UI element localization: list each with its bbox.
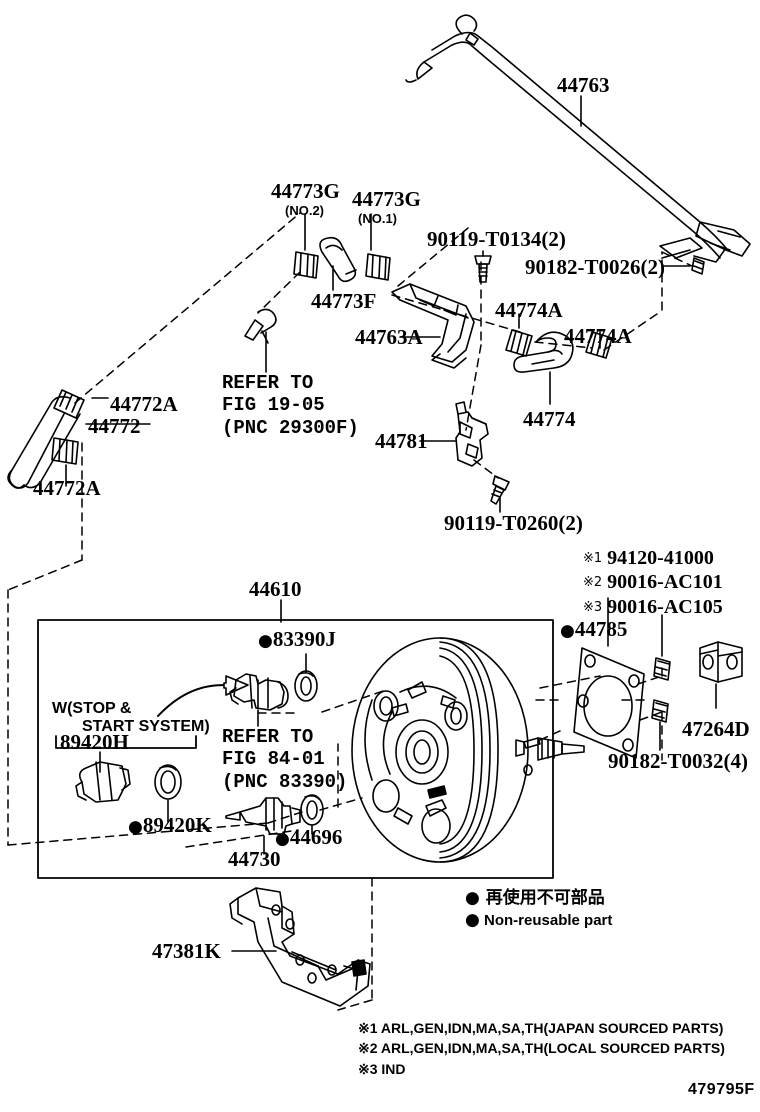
part-90182-T0032-nut — [651, 699, 669, 723]
part-44763A-bracket — [391, 283, 475, 369]
dashed-guides-upper — [7, 212, 693, 846]
part-44773F-connector — [319, 236, 357, 283]
legend-english: ● Non-reusable part — [465, 910, 613, 930]
label-90182-T0032: 90182-T0032(4) — [608, 749, 748, 773]
label-89420H: 89420H — [60, 730, 129, 754]
label-90119-T0134: 90119-T0134(2) — [427, 227, 566, 251]
part-83390J-washer — [294, 670, 318, 702]
starred-part-2: ※2 90016-AC101 — [583, 570, 723, 594]
legend-japanese: ● 再使用不可部品 — [465, 888, 605, 908]
label-47381K: 47381K — [152, 939, 221, 963]
label-90119-T0260: 90119-T0260(2) — [444, 511, 583, 535]
part-starred-nut — [653, 657, 671, 681]
part-44730-pushrod — [225, 797, 301, 835]
refer-1905-line1: REFER TO — [222, 372, 314, 394]
label-89420K-text: 89420K — [142, 813, 212, 837]
starred-part-3-num: 90016-AC105 — [607, 595, 723, 618]
part-refer-fig1905 — [244, 308, 277, 344]
label-89420K: ●89420K — [128, 814, 212, 837]
part-89420H-switch — [75, 761, 131, 803]
label-44774A-left: 44774A — [495, 298, 563, 322]
starred-part-1-num: 94120-41000 — [607, 547, 714, 569]
label-44696-text: 44696 — [289, 825, 343, 849]
refer-1905-line3: (PNC 29300F) — [222, 416, 359, 439]
starred-part-2-num: 90016-AC101 — [607, 571, 723, 594]
part-44781-bracket — [455, 401, 489, 467]
sheet-code: 479795F — [688, 1081, 755, 1098]
part-44773G-no1-clamp — [365, 253, 391, 281]
label-83390J-text: 83390J — [272, 627, 336, 651]
refer-block-fig1905: REFER TO FIG 19-05 (PNC 29300F) — [222, 372, 359, 439]
starred-part-1: ※1 94120-41000 — [583, 546, 723, 570]
part-47381K-bracket — [229, 887, 371, 1007]
nonreusable-bullet-83390J: ● — [258, 631, 273, 651]
legend-bullet-en: ● — [465, 910, 480, 930]
legend-english-text: Non-reusable part — [484, 912, 613, 929]
nonreusable-bullet-89420K: ● — [128, 817, 143, 837]
nonreusable-bullet-44696: ● — [275, 829, 290, 849]
part-refer-fig8401 — [229, 673, 289, 711]
part-44773G-no2-clamp — [293, 251, 319, 279]
label-44773G-no2: 44773G — [271, 179, 340, 203]
part-90119-T0134-bolt — [474, 255, 492, 283]
label-44763A: 44763A — [355, 325, 423, 349]
label-44696: ●44696 — [275, 826, 342, 849]
footnote-3: ※3 IND — [358, 1060, 406, 1077]
label-44772A-top: 44772A — [110, 392, 178, 416]
label-44730: 44730 — [228, 847, 281, 871]
footnote-2: ※2 ARL,GEN,IDN,MA,SA,TH(LOCAL SOURCED PA… — [358, 1040, 725, 1057]
legend-bullet-jp: ● — [465, 888, 480, 908]
label-44763: 44763 — [557, 73, 610, 97]
refer-8401-line1: REFER TO — [222, 726, 314, 748]
part-44774A-clamp-left — [505, 329, 533, 357]
refer-8401-line2: FIG 84-01 — [222, 748, 325, 771]
label-44772A-bottom: 44772A — [33, 476, 101, 500]
label-44772: 44772 — [88, 414, 141, 438]
label-44773G-no1: 44773G — [352, 187, 421, 211]
bracket-89420H — [55, 735, 197, 749]
label-44785: ●44785 — [560, 618, 627, 641]
refer-block-fig8401: REFER TO FIG 84-01 (PNC 83390) — [222, 726, 347, 793]
label-44773G-no2-sub: (NO.2) — [285, 203, 324, 218]
booster-group-box — [37, 619, 554, 879]
wstop-note-line2: START SYSTEM) — [82, 718, 210, 735]
star-mark-2: ※2 — [583, 575, 603, 591]
label-44773F: 44773F — [311, 289, 377, 313]
part-44774A-clamp-right — [585, 331, 613, 359]
footnotes-block: ※1 ARL,GEN,IDN,MA,SA,TH(JAPAN SOURCED PA… — [358, 1018, 725, 1079]
part-47264D-clip — [699, 641, 743, 683]
star-mark-1: ※1 — [583, 551, 603, 566]
label-44774A-right: 44774A — [564, 324, 632, 348]
part-44772-hose — [7, 389, 85, 489]
part-90119-T0260-bolt — [490, 475, 510, 505]
part-90182-T0026-nut — [691, 257, 705, 275]
part-44763-hose — [405, 14, 751, 263]
wstop-note-line1: W(STOP & — [52, 700, 132, 717]
label-83390J: ●83390J — [258, 628, 336, 651]
label-47264D: 47264D — [682, 717, 750, 741]
footnote-1: ※1 ARL,GEN,IDN,MA,SA,TH(JAPAN SOURCED PA… — [358, 1020, 724, 1036]
label-44610: 44610 — [249, 577, 302, 601]
legend-japanese-text: 再使用不可部品 — [485, 888, 605, 908]
refer-1905-line2: FIG 19-05 — [222, 394, 325, 417]
label-90182-T0026: 90182-T0026(2) — [525, 255, 665, 279]
part-89420K-grommet — [154, 764, 182, 800]
refer-8401-line3: (PNC 83390) — [222, 770, 348, 793]
nonreusable-bullet-44785: ● — [560, 621, 575, 641]
part-44774-elbow — [513, 331, 574, 373]
label-44781: 44781 — [375, 429, 428, 453]
starred-part-3: ※3 90016-AC105 — [583, 595, 723, 619]
starred-parts-list: ※1 94120-41000 ※2 90016-AC101 ※3 90016-A… — [583, 546, 723, 619]
label-44773G-no1-sub: (NO.1) — [358, 211, 397, 226]
part-44785-gasket — [573, 647, 645, 759]
label-44785-text: 44785 — [574, 617, 628, 641]
part-44610-booster — [351, 637, 585, 863]
star-mark-3: ※3 — [583, 599, 603, 615]
label-44774: 44774 — [523, 407, 576, 431]
